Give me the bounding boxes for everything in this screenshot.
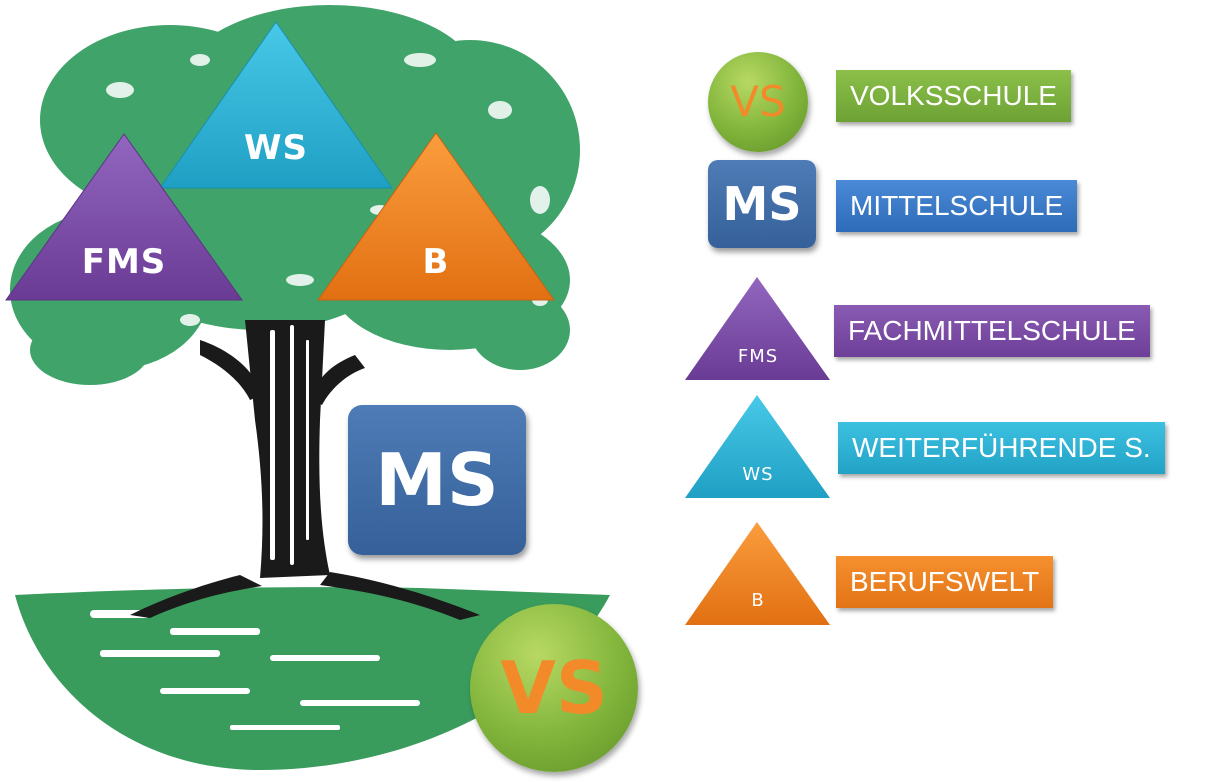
trunk-texture [270, 325, 309, 565]
legend-ms-symbol: MS [708, 160, 816, 248]
b-triangle [317, 132, 555, 301]
legend-fms-label: FACHMITTELSCHULE [834, 305, 1150, 357]
legend-ws-symbol-label: WS [742, 464, 774, 485]
vs-circle: VS [470, 604, 638, 772]
legend-fms-symbol [685, 277, 830, 380]
fms-triangle [5, 133, 243, 301]
ms-box: MS [348, 405, 526, 555]
legend-b-label: BERUFSWELT [836, 556, 1054, 608]
ground [15, 587, 610, 770]
b-triangle-label: B [422, 242, 450, 282]
legend-ms-symbol-label: MS [722, 177, 802, 231]
tree-illustration: WS FMS B MS VS [5, 5, 638, 772]
ws-triangle [159, 21, 393, 189]
fms-triangle-label: FMS [81, 242, 167, 282]
legend-fms-symbol-label: FMS [737, 346, 779, 367]
legend-ms-label: MITTELSCHULE [836, 180, 1078, 232]
ws-triangle-label: WS [244, 128, 308, 168]
legend-b-symbol-label: B [751, 590, 765, 611]
legend-ws-symbol [685, 395, 830, 498]
ms-box-label: MS [375, 438, 499, 522]
vs-circle-label: VS [500, 646, 608, 730]
legend-ws-label: WEITERFÜHRENDE S. [838, 422, 1165, 474]
legend-vs-label: VOLKSSCHULE [836, 70, 1071, 122]
legend-vs-symbol-label: VS [730, 77, 786, 126]
legend-b-symbol [685, 522, 830, 625]
tree-graphic [5, 5, 610, 770]
legend-vs-symbol: VS [708, 52, 808, 152]
ground-texture [90, 610, 420, 730]
